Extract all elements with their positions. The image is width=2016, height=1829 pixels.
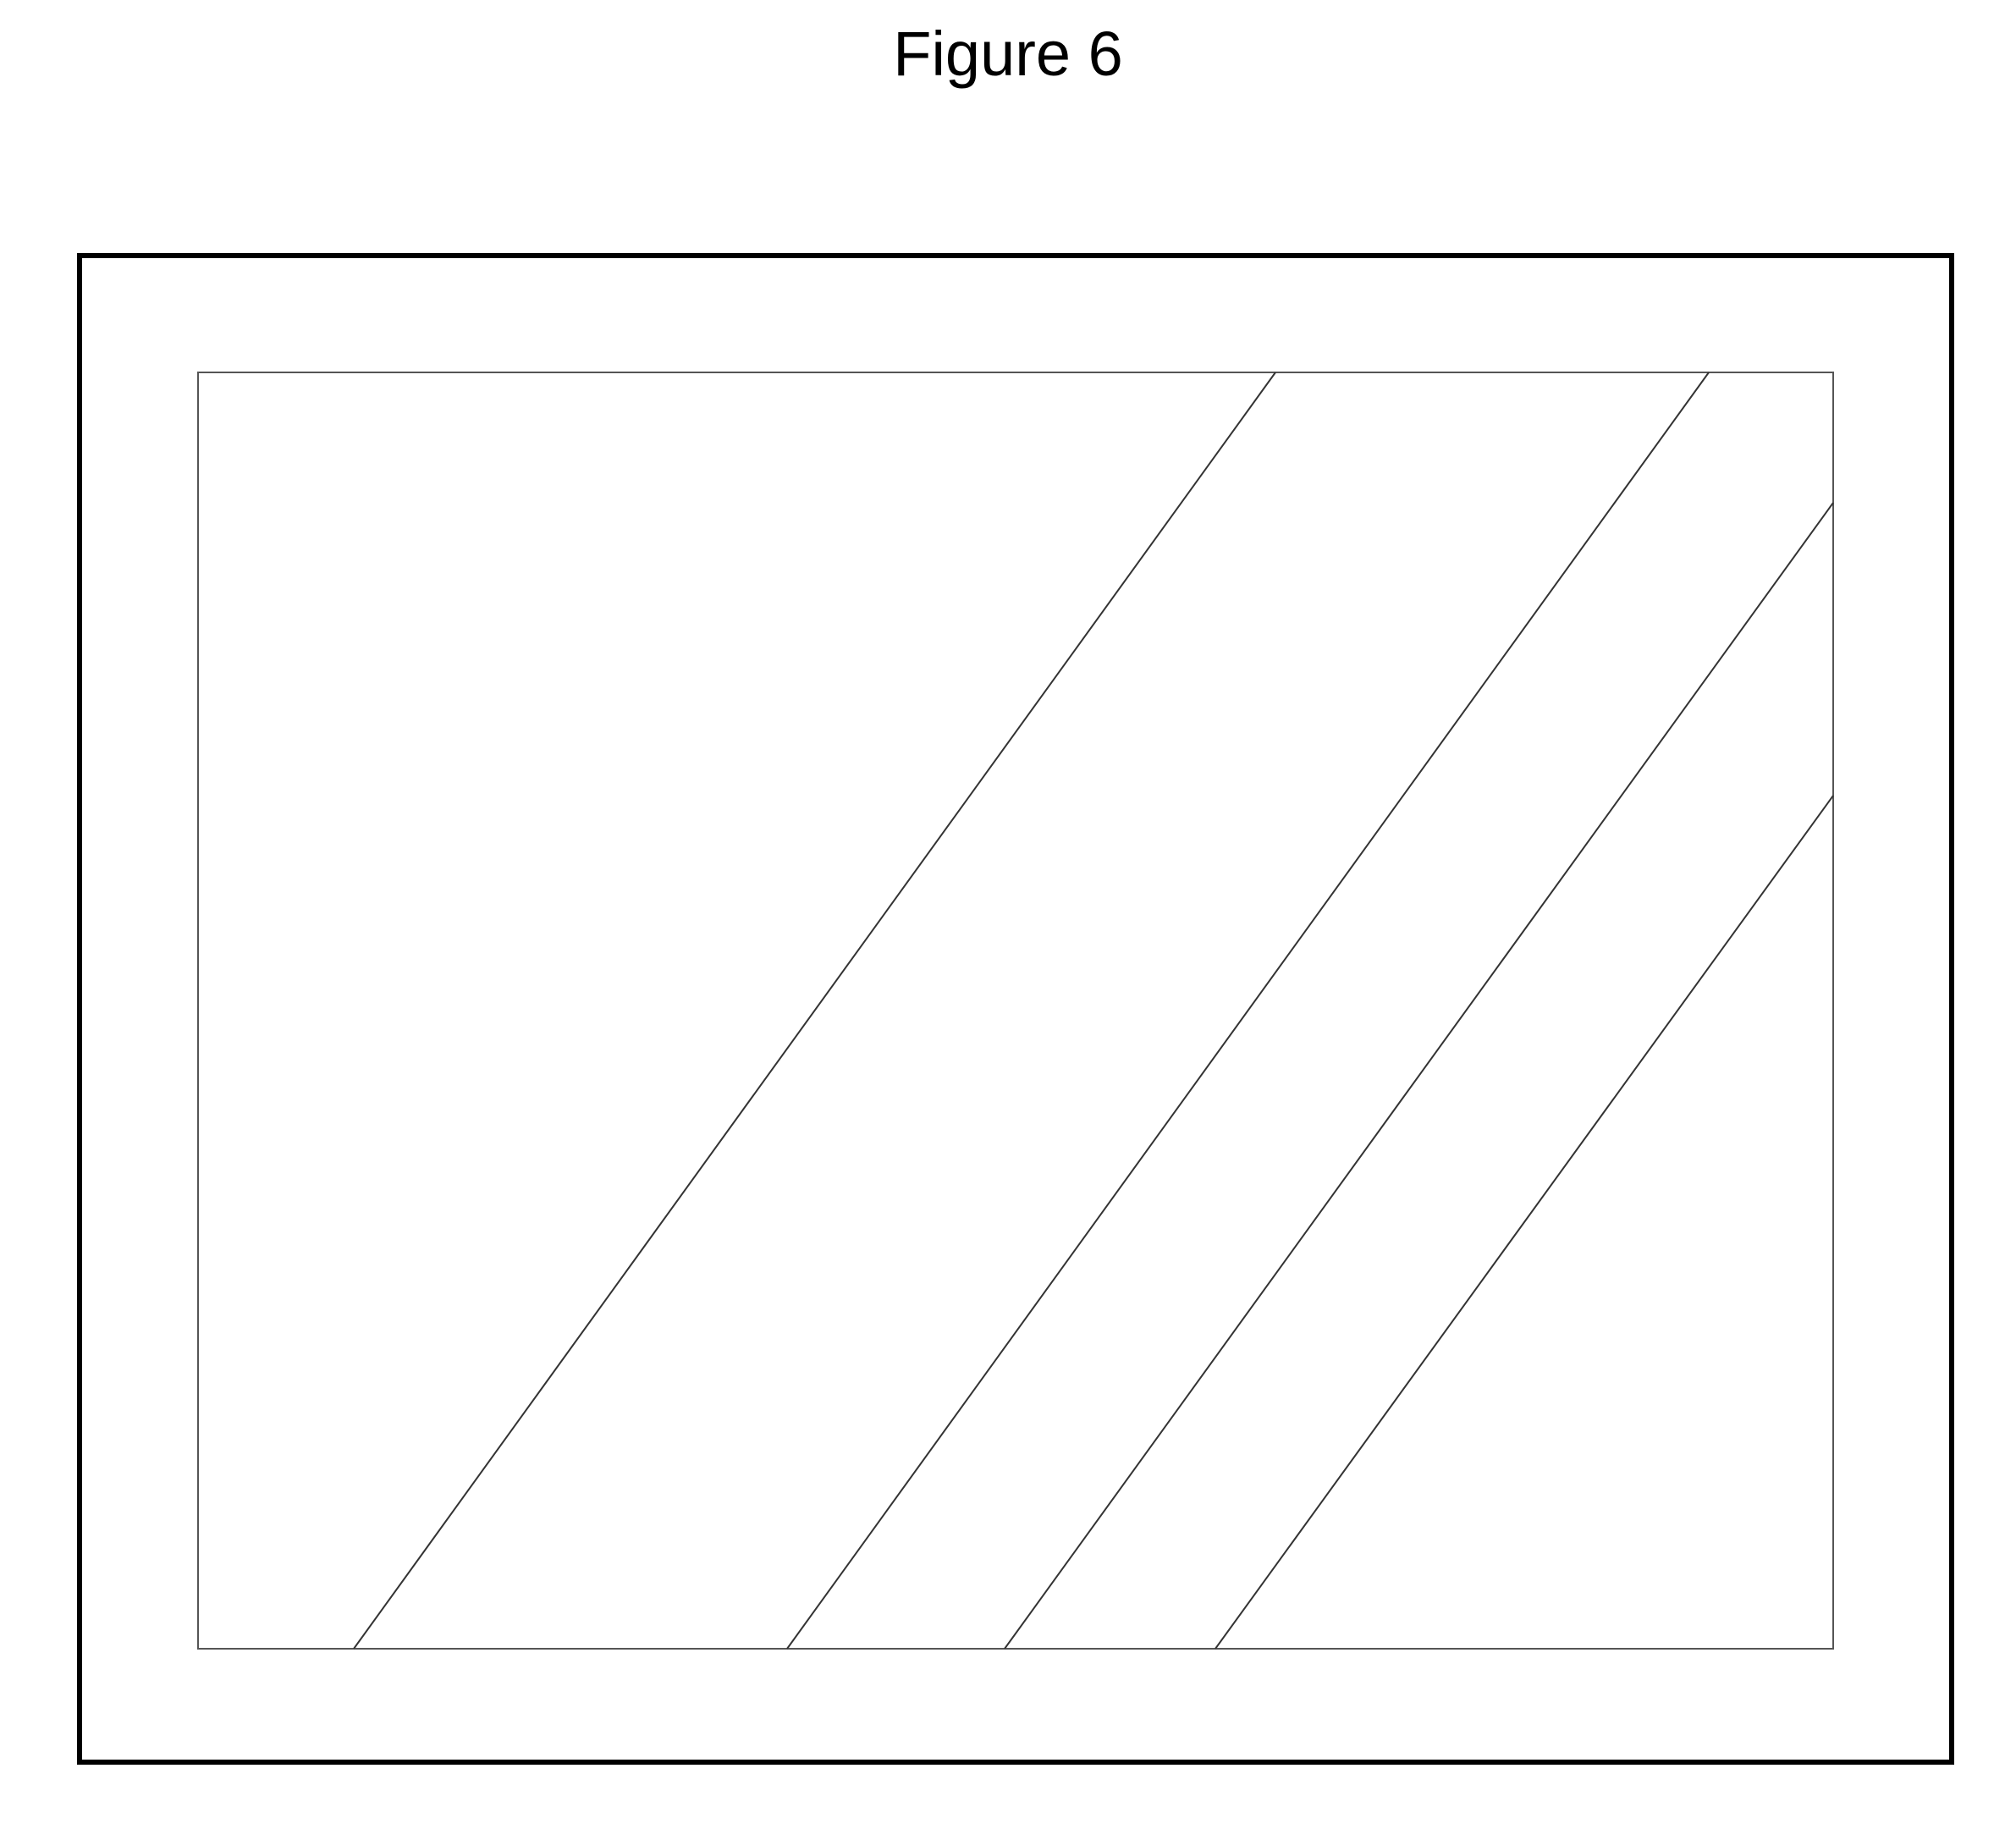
outer-frame xyxy=(80,256,1952,1762)
diagonal-line-4 xyxy=(1215,796,1833,1649)
diagonal-line-1 xyxy=(354,372,1275,1649)
inner-panel xyxy=(198,372,1833,1649)
diagonal-line-2 xyxy=(787,372,1709,1649)
diagonal-line-3 xyxy=(1005,503,1833,1649)
